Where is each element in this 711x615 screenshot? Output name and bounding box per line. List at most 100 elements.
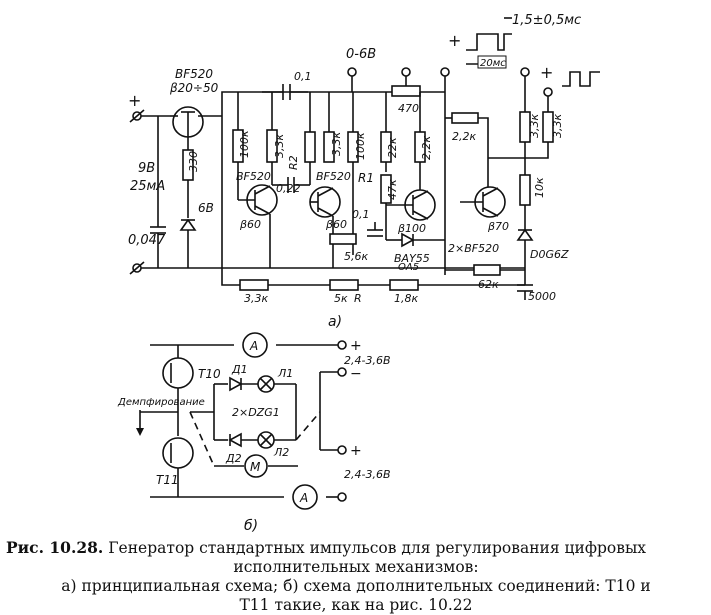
motor-label: М (250, 460, 261, 474)
transistor-t10-label: Т10 (198, 367, 221, 381)
resistor-33k-3-label: 3,3к (528, 114, 541, 138)
resistor-100k-2-label: 100к (354, 132, 367, 160)
diode-d1-label: Д1 (231, 363, 248, 376)
resistor-33k-1-label: 3,3к (273, 134, 286, 158)
resistor-330-label: 330 (187, 151, 200, 172)
diode-d0g6z (516, 228, 534, 241)
caption-figure-number: Рис. 10.28. (6, 538, 104, 557)
pot-5k-label: 5к (334, 292, 348, 305)
caption-line-3: а) принципиальная схема; б) схема дополн… (61, 577, 651, 595)
terminal-out-2 (440, 67, 450, 77)
resistor-22k-label: 22к (386, 137, 399, 158)
pulse-period-label: 20мс (480, 58, 506, 69)
plus-sign-b-top: + (350, 338, 362, 354)
pot-r-label: R (354, 292, 362, 305)
transistor-t3-beta: β100 (397, 222, 426, 235)
diode-d2 (228, 432, 242, 448)
terminal-pot-470 (401, 67, 411, 77)
resistor-r2-label: R2 (287, 155, 300, 170)
ammeter-top-label: А (249, 339, 258, 353)
subfigure-b-label: б) (244, 518, 258, 534)
transistor-t1-beta: β60 (239, 218, 261, 231)
resistor-56k-label: 5,6к (344, 250, 368, 263)
cap-5000-label: 5000 (528, 290, 556, 303)
cap-01-top-label: 0,1 (294, 70, 312, 83)
circuit-b: А А Т10 Т11 Демпфирование Д1 Л1 2×DZG (117, 332, 391, 534)
supply-current-label: 25мА (130, 179, 165, 194)
diode-d0g6z-label: D0G6Z (530, 248, 569, 261)
lamp-l2-label: Л2 (273, 446, 289, 459)
diode-oa5-label: OA5 (398, 262, 419, 273)
figure-caption: Рис. 10.28. Генератор стандартных импуль… (6, 538, 706, 615)
caption-title: Генератор стандартных импульсов для регу… (108, 539, 647, 557)
resistor-10k-label: 10к (533, 177, 546, 198)
terminal-bottom-minus (337, 492, 347, 502)
transistor-t10 (162, 357, 194, 389)
resistor-56k (329, 233, 357, 245)
transistor-regulator-label: BF520 (175, 67, 213, 81)
transistor-pair-label: 2×BF520 (448, 242, 499, 255)
diode-d1 (229, 376, 243, 392)
zener-6v-label: 6В (198, 201, 214, 215)
ammeter-top (242, 332, 268, 358)
resistor-22k-c (451, 112, 479, 124)
plus-sign-b-bottom: + (350, 443, 362, 459)
motor (244, 454, 268, 478)
pulse-width-label: 1,5±0,5мс (512, 13, 581, 28)
transistor-t2-label: BF520 (316, 170, 351, 183)
terminal-right-2 (520, 67, 530, 77)
transistor-t4-beta: β70 (487, 220, 509, 233)
resistor-62k (473, 264, 501, 276)
terminal-top-plus (337, 340, 347, 350)
lamp-l1-label: Л1 (277, 367, 293, 380)
cap-input-label: 0,047 (128, 233, 166, 248)
transistor-t2-beta: β60 (325, 218, 347, 231)
resistor-18k (389, 279, 419, 291)
transistor-t11 (162, 437, 194, 469)
plus-sign-pulse: + (448, 31, 461, 50)
resistor-33k-bottom (239, 279, 269, 291)
voltage-top-label: 2,4-3,6В (344, 354, 391, 367)
resistor-33k-bottom-label: 3,3к (244, 292, 268, 305)
resistor-100k-1-label: 100к (238, 130, 251, 158)
terminal-top-minus (337, 367, 347, 377)
terminal-bottom-plus (337, 445, 347, 455)
diode-bay55-label: BAY55 (394, 252, 430, 265)
pot-5k (329, 279, 359, 291)
transistor-regulator-beta: β20÷50 (169, 81, 219, 95)
terminal-output-0-6v (347, 67, 357, 77)
ammeter-bottom (292, 484, 318, 510)
resistor-18k-label: 1,8к (394, 292, 418, 305)
resistor-22k-b-label: 2,2к (420, 136, 433, 160)
terminal-right (543, 87, 553, 97)
cap-022-label: 0,22 (276, 182, 301, 195)
caption-line-2: исполнительных механизмов: (233, 558, 479, 576)
zener-pair-label: 2×DZG1 (232, 406, 280, 419)
cap-01-mid-label: 0,1 (352, 208, 370, 221)
resistor-r2 (304, 131, 316, 163)
supply-voltage-label: 9В (138, 161, 155, 176)
resistor-10k (519, 174, 531, 206)
transistor-t1-label: BF520 (236, 170, 271, 183)
zener-6v (179, 218, 197, 231)
voltage-bottom-label: 2,4-3,6В (344, 468, 391, 481)
caption-line-1: Рис. 10.28. Генератор стандартных импуль… (6, 538, 706, 558)
ammeter-bottom-label: А (299, 491, 308, 505)
damping-label: Демпфирование (117, 397, 205, 408)
plus-sign-in: + (128, 91, 141, 110)
resistor-33k-2-label: 3,3к (330, 132, 343, 156)
pulse-period-box (477, 55, 507, 69)
diode-bay55 (401, 232, 415, 248)
transistor-t11-label: Т11 (156, 473, 179, 487)
plus-sign-right: + (540, 63, 553, 82)
caption-line-4: Т11 такие, как на рис. 10.22 (239, 596, 473, 614)
output-0-6v-label: 0-6В (346, 47, 376, 62)
circuit-a: + 9В 25мА 0,047 BF520 β20÷50 330 6В (128, 13, 600, 330)
minus-sign-b-top: − (350, 366, 362, 382)
pot-470 (391, 85, 421, 97)
diode-d2-label: Д2 (225, 452, 242, 465)
pot-470-label: 470 (398, 102, 419, 115)
resistor-22k-c-label: 2,2к (452, 130, 476, 143)
resistor-47k-label: 47к (386, 179, 399, 200)
